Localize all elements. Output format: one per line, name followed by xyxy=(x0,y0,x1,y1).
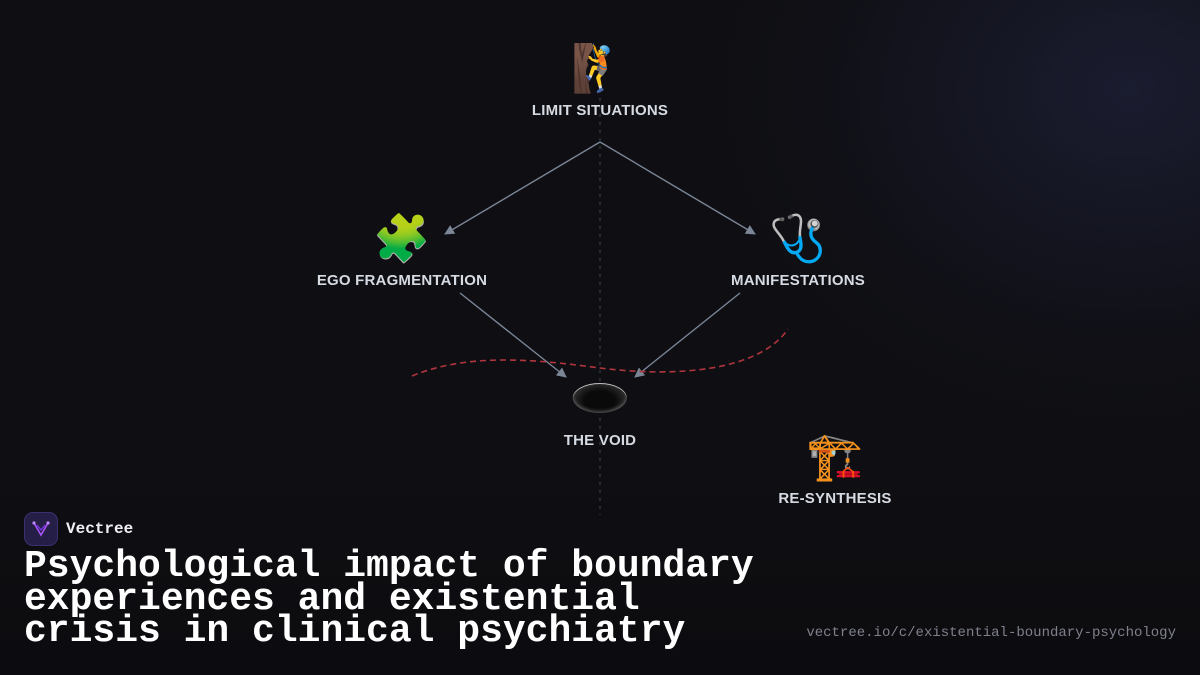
source-url[interactable]: vectree.io/c/existential-boundary-psycho… xyxy=(806,625,1176,641)
edge-manifest-to-void xyxy=(634,292,741,378)
edge-ego-to-void xyxy=(459,292,567,378)
vectree-logo-icon xyxy=(24,512,58,546)
edge-limit-to-ego xyxy=(444,141,601,235)
dashed-crisis-curve xyxy=(411,328,789,377)
node-the-void: THE VOID xyxy=(564,370,636,449)
edge-limit-to-manifest xyxy=(599,141,756,235)
construction-crane-icon: 🏗️ xyxy=(806,429,864,483)
node-ego-fragmentation: 🧩 EGO FRAGMENTATION xyxy=(317,210,487,289)
node-manifestations: 🩺 MANIFESTATIONS xyxy=(731,210,865,289)
hole-icon xyxy=(572,383,627,413)
brand: Vectree xyxy=(24,512,133,546)
page-title: Psychological impact of boundary experie… xyxy=(24,545,754,653)
node-label: EGO FRAGMENTATION xyxy=(316,272,488,289)
climber-icon: 🧗 xyxy=(571,41,629,95)
node-label: RE-SYNTHESIS xyxy=(778,490,892,507)
brand-name: Vectree xyxy=(66,520,134,538)
node-label: THE VOID xyxy=(563,432,637,449)
node-limit-situations: 🧗 LIMIT SITUATIONS xyxy=(532,40,668,119)
node-label: LIMIT SITUATIONS xyxy=(531,102,669,119)
node-label: MANIFESTATIONS xyxy=(731,272,865,289)
node-re-synthesis: 🏗️ RE-SYNTHESIS xyxy=(778,428,891,507)
stethoscope-icon: 🩺 xyxy=(769,211,827,265)
puzzle-icon: 🧩 xyxy=(373,211,431,265)
